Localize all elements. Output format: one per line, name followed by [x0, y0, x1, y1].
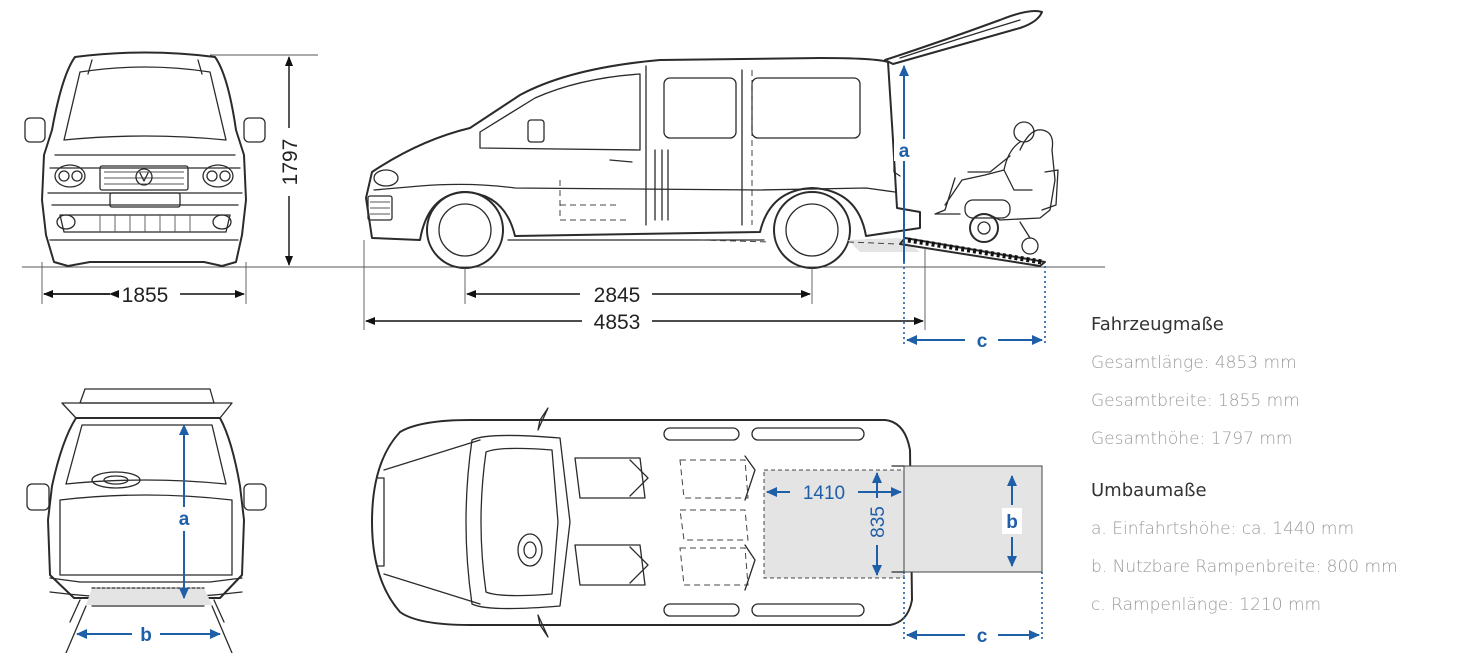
info-item-ramp-length: c. Rampenlänge: 1210 mm — [1091, 595, 1322, 615]
dimension-c-top: c — [903, 572, 1043, 647]
height-label: 1797 — [279, 139, 302, 186]
width-label: 1855 — [122, 284, 169, 307]
info-item-total-width: Gesamtbreite: 1855 mm — [1091, 391, 1300, 411]
dimension-height: 1797 — [210, 54, 318, 266]
marker-b-top: b — [1002, 475, 1022, 567]
dimension-wheelbase: 2845 — [464, 268, 813, 307]
length-label: 4853 — [594, 311, 641, 334]
wheelchair-user-icon — [934, 121, 1059, 255]
dimension-ramp-inner-width: 835 — [868, 472, 889, 576]
rear-view — [26, 388, 267, 653]
dimension-info-panel: Fahrzeugmaße Gesamtlänge: 4853 mm Gesamt… — [1091, 306, 1461, 624]
cargo-floor — [763, 469, 905, 579]
marker-a-rear-label: a — [179, 509, 190, 530]
dimension-width: 1855 — [41, 262, 247, 307]
ramp-inner-length-label: 1410 — [803, 483, 845, 504]
marker-b-top-label: b — [1006, 512, 1018, 533]
info-item-total-length: Gesamtlänge: 4853 mm — [1091, 353, 1297, 373]
info-item-total-height: Gesamthöhe: 1797 mm — [1091, 429, 1293, 449]
marker-a-rear: a — [174, 424, 194, 599]
marker-a-side: a — [894, 65, 914, 262]
marker-c-top-label: c — [977, 626, 988, 647]
info-item-ramp-width: b. Nutzbare Rampenbreite: 800 mm — [1091, 557, 1398, 577]
conversion-dimensions-heading: Umbaumaße — [1091, 480, 1207, 501]
front-view — [24, 51, 266, 267]
dimension-c-side: c — [903, 262, 1046, 352]
dimension-length: 4853 — [363, 240, 926, 334]
marker-a-label: a — [899, 141, 910, 162]
info-item-entry-height: a. Einfahrtshöhe: ca. 1440 mm — [1091, 519, 1355, 539]
vehicle-dimensions-heading: Fahrzeugmaße — [1091, 314, 1224, 335]
wheelbase-label: 2845 — [594, 284, 641, 307]
ramp-inner-width-label: 835 — [868, 506, 889, 538]
dimension-ramp-inner-length: 1410 — [766, 483, 902, 504]
side-ramp — [899, 237, 1046, 267]
marker-b-rear-label: b — [140, 625, 152, 646]
marker-b-rear: b — [76, 625, 221, 646]
marker-c-side-label: c — [977, 331, 988, 352]
side-view — [365, 10, 1043, 269]
top-view — [371, 407, 1043, 638]
